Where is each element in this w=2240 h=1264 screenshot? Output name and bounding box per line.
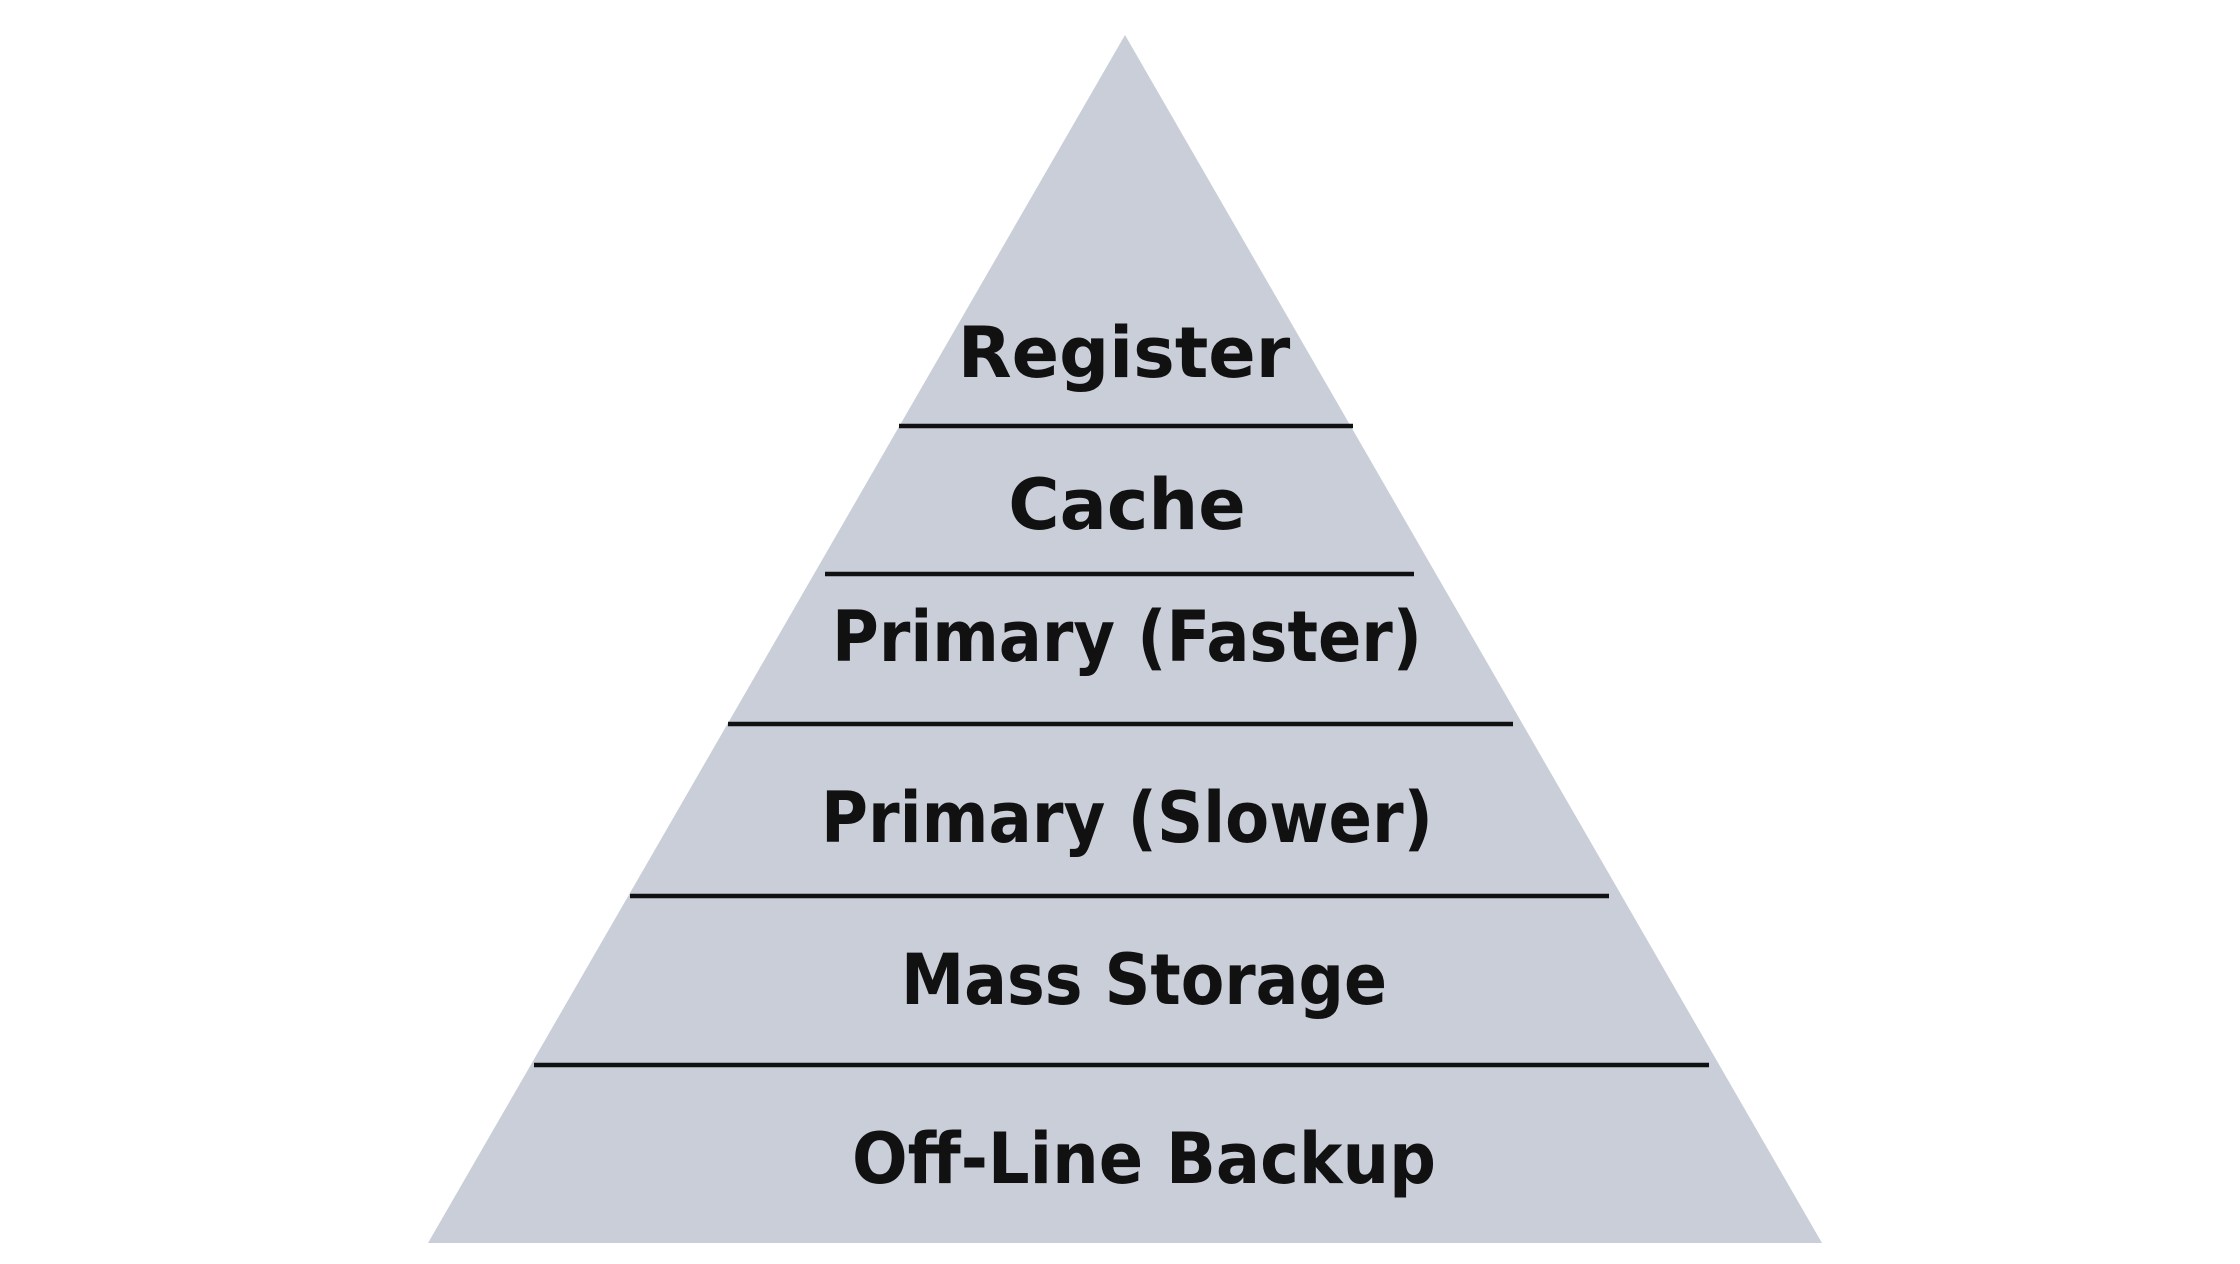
tier-label-primary-faster: Primary (Faster)	[832, 596, 1422, 678]
tier-label-register: Register	[958, 312, 1291, 394]
pyramid-shape	[428, 35, 1822, 1243]
tier-label-mass-storage: Mass Storage	[901, 939, 1387, 1021]
tier-label-off-line-backup: Off-Line Backup	[852, 1118, 1436, 1200]
tier-label-primary-slower: Primary (Slower)	[821, 777, 1433, 859]
tier-label-cache: Cache	[1008, 464, 1245, 546]
